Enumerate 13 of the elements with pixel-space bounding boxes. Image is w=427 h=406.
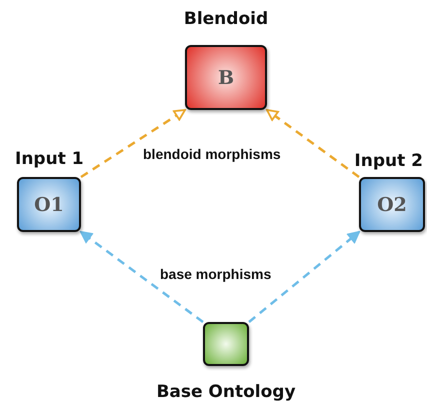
node-heading: Input 2 [354,151,423,171]
morphism-arrow [80,108,186,178]
node-heading: Base Ontology [156,382,296,402]
node-heading: Input 1 [15,149,84,169]
morphism-label: base morphisms [160,266,272,282]
node-label: O2 [377,194,407,216]
node-label: O1 [34,194,64,216]
morphism-arrow [248,231,360,323]
morphism-label: blendoid morphisms [143,146,281,162]
morphism-arrow [80,231,204,323]
node-label: B [218,66,234,88]
morphism-arrow [266,108,360,178]
node-heading: Blendoid [184,9,268,29]
